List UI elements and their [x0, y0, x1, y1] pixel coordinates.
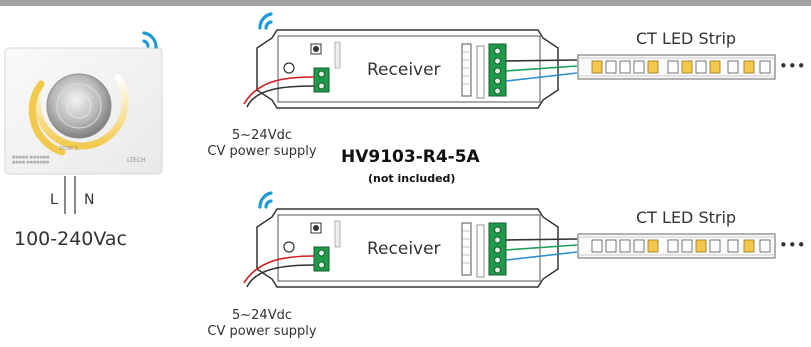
dimmer-knob[interactable]: [46, 73, 112, 139]
receiver-top-power-wires: [243, 76, 315, 108]
receiver-bottom: Receiver: [256, 208, 559, 288]
receiver-bottom-power-wires: [243, 255, 315, 288]
led-strip-bottom: [577, 233, 776, 259]
power-supply-bottom-voltage: 5~24Vdc: [232, 308, 292, 323]
receiver-bottom-icon-wifi: [258, 191, 273, 209]
model-name: HV9103-R4-5A: [341, 147, 480, 167]
wireless-signal-icon: [142, 31, 158, 49]
model-note: (not included): [368, 172, 456, 185]
dimmer-brand-logo: LTECH: [127, 157, 146, 164]
dimmer-light-ring: [33, 74, 129, 150]
led-strip-top: [577, 54, 776, 80]
neutral-wire-label: N: [84, 192, 95, 208]
led-strip-top-label: CT LED Strip: [636, 29, 737, 48]
led-strip-top-more: •••: [779, 57, 806, 75]
power-supply-bottom-type: CV power supply: [207, 324, 317, 339]
receiver-top-icon-wifi: [258, 12, 273, 30]
led-strip-bottom-more: •••: [779, 236, 806, 254]
header-bar: [0, 0, 811, 6]
power-supply-top-voltage: 5~24Vdc: [232, 128, 292, 143]
mains-voltage-label: 100-240Vac: [14, 228, 127, 250]
receiver-top: Receiver: [256, 29, 559, 109]
power-supply-top-label: 5~24Vdc CV power supply: [198, 128, 326, 160]
receiver-top-label: Receiver: [367, 60, 441, 80]
dimmer-panel: ZONE 1 ■■■■■ ■■■■■■ ■■■■ ■■■■■■■ LTECH: [4, 47, 163, 175]
dimmer-zone-label: ZONE 1: [59, 146, 78, 152]
power-supply-bottom-label: 5~24Vdc CV power supply: [198, 308, 326, 340]
live-wire-label: L: [50, 192, 58, 208]
svg-text:■■■■■ ■■■■■■: ■■■■■ ■■■■■■: [12, 155, 50, 159]
receiver-top-output-wires: [505, 59, 578, 82]
mains-wires: [64, 176, 76, 214]
power-supply-top-type: CV power supply: [207, 144, 317, 159]
receiver-bottom-label: Receiver: [367, 239, 441, 259]
led-strip-bottom-label: CT LED Strip: [636, 208, 737, 227]
receiver-bottom-output-wires: [505, 238, 578, 261]
svg-text:■■■■ ■■■■■■■: ■■■■ ■■■■■■■: [12, 160, 50, 164]
